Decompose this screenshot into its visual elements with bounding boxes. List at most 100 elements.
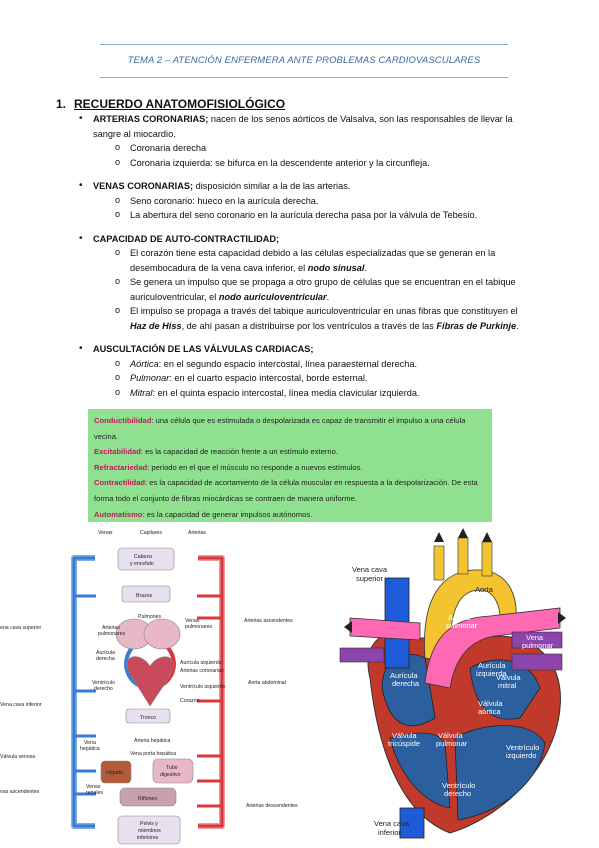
sub-text: El corazón tiene esta capacidad debido a… — [130, 248, 496, 273]
arrow-icon — [558, 612, 566, 624]
property-term: Refractariedad — [94, 462, 148, 472]
label-inferiores: inferiores — [137, 835, 159, 841]
label-pulmones: Pulmones — [138, 614, 161, 620]
label-valvula-tric: Válvula — [392, 731, 417, 740]
label-arteria-hep: Arteria hepática — [134, 738, 170, 744]
section-number: 1. — [56, 97, 67, 111]
sub-text: , de ahí pasan a distribuirse por los ve… — [181, 320, 437, 331]
property-term: Conductibilidad — [94, 416, 152, 425]
label-venas-pulm-2: pulmonares — [185, 624, 213, 630]
sub-emphasis: Fibras de Purkinje — [436, 320, 517, 331]
label-derecha: derecha — [392, 679, 420, 688]
sub-text: . — [364, 262, 367, 273]
property-item: Contractilidad: es la capacidad de acort… — [94, 475, 486, 506]
label-ventriculo-izq: Ventrículo — [506, 743, 539, 752]
label-tronco: Tronco — [140, 715, 156, 721]
sub-emphasis: Haz de Hiss — [130, 320, 182, 331]
sub-item: Se genera un impulso que se propaga a ot… — [93, 274, 536, 304]
property-term: Automatismo — [94, 509, 143, 519]
sub-emphasis: Pulmonar — [130, 373, 170, 383]
property-item: Automatismo: es la capacidad de generar … — [94, 507, 486, 523]
label-vena-pulm: Vena — [526, 633, 544, 642]
bullet-auscultacion: AUSCULTACIÓN DE LAS VÁLVULAS CARDIACAS; … — [76, 342, 536, 400]
label-vena-porta: Vena porta hepática — [130, 751, 176, 757]
label-aorta: Aorta — [475, 585, 494, 594]
bullet-title: AUSCULTACIÓN DE LAS VÁLVULAS CARDIACAS; — [93, 344, 314, 354]
label-corazon: Corazón — [180, 698, 200, 704]
label-tricuspide: tricúspide — [388, 739, 420, 748]
property-desc: : es la capacidad de generar impulsos au… — [142, 509, 313, 519]
header-rule-top — [100, 44, 508, 45]
bullet-arterias-coronarias: ARTERIAS CORONARIAS; nacen de los senos … — [76, 112, 536, 170]
label-tubo: Tubo — [166, 765, 178, 771]
sub-text: El impulso se propaga a través del tabiq… — [130, 306, 518, 316]
label-ventriculo-der: Ventrículo — [92, 680, 115, 686]
label-auricula-der: Aurícula — [96, 650, 115, 656]
label-arterias-coron: Arterias coronarias — [180, 668, 224, 674]
sub-item: El corazón tiene esta capacidad debido a… — [93, 245, 536, 275]
bullet-title: CAPACIDAD DE AUTO-CONTRACTILIDAD; — [93, 233, 280, 244]
sub-text: . — [326, 291, 330, 302]
sub-item: Mitral: en el quinta espacio intercostal… — [93, 385, 536, 401]
heart-diagram: Vena cava superior Aorta Arteria pulmona… — [339, 528, 566, 839]
label-arterias: Arterias — [188, 530, 206, 536]
label-auricula-der: Aurícula — [390, 671, 418, 680]
sub-text: . — [516, 320, 519, 331]
label-venas-pulm: Venas — [185, 618, 200, 624]
label-vena-pulmonar: pulmonar — [522, 641, 554, 650]
label-inferior: inferior — [378, 828, 401, 837]
sub-text: : en el quinta espacio intercostal, líne… — [152, 387, 420, 398]
label-brazos: Brazos — [136, 593, 153, 599]
bullet-text: nacen de los senos aórticos de Valsalva,… — [93, 114, 513, 139]
arrow-icon — [482, 532, 492, 542]
label-izquierdo: izquierdo — [506, 751, 536, 760]
arrow-icon — [344, 621, 352, 633]
label-valvula-venosa: Válvula venosa — [0, 754, 35, 760]
label-pelvis: Pelvis y — [140, 821, 158, 827]
sub-emphasis: Mitral — [130, 387, 153, 398]
label-arteria-pulm: Arteria — [448, 613, 471, 622]
sub-item: Coronaria izquierda: se bifurca en la de… — [93, 155, 536, 171]
sub-emphasis: Aórtica — [130, 358, 159, 369]
organ-head — [117, 547, 175, 571]
property-desc: : es la capacidad de reacción frente a u… — [140, 447, 338, 457]
label-miembros: miembros — [138, 828, 161, 834]
section-heading: 1.RECUERDO ANATOMOFISIOLÓGICO — [56, 97, 285, 111]
label-auricula-izq: Aurícula — [478, 661, 506, 670]
property-desc: : una célula que es estimulada o despola… — [94, 416, 466, 441]
sub-item: Pulmonar: en el cuarto espacio intercost… — [93, 370, 536, 386]
sub-item: La abertura del seno coronario en la aur… — [93, 207, 536, 223]
property-term: Contractilidad — [94, 478, 146, 488]
label-valvula-aortica: Válvula — [478, 699, 503, 708]
properties-box: Conductibilidad: una célula que es estim… — [88, 409, 492, 522]
label-aortica: aórtica — [478, 707, 501, 716]
label-ventriculo-der: Ventrículo — [442, 781, 475, 790]
label-digestivo: digestivo — [160, 772, 181, 778]
label-vena-cava-sup: ena cava superior — [0, 625, 42, 631]
sub-emphasis: nodo auriculoventricular — [218, 291, 327, 302]
label-derecha: derecha — [96, 656, 115, 662]
sub-item: El impulso se propaga a través del tabiq… — [93, 303, 536, 333]
label-arterias-pulm: Arterias — [102, 625, 120, 631]
property-item: Refractariedad: periodo en el que el mús… — [94, 460, 486, 476]
circulation-diagram: Venas Capilares Arterias Cabeza y encefa… — [0, 530, 298, 845]
bullet-text: disposición similar a la de las arterias… — [193, 181, 351, 191]
property-desc: : es la capacidad de acortamiento de la … — [94, 478, 478, 503]
label-mitral: mitral — [498, 681, 517, 690]
label-auricula-izq: Aurícula izquierda — [180, 660, 222, 666]
sub-item: Coronaria derecha — [93, 140, 536, 156]
label-vena-cava-sup: Vena cava — [352, 565, 388, 574]
arrow-icon — [434, 532, 444, 542]
property-desc: : periodo en el que el músculo no respon… — [147, 462, 363, 472]
label-valvula-pulm: Válvula — [438, 731, 463, 740]
sub-item: Aórtica: en el segundo espacio intercost… — [93, 356, 536, 372]
label-higado: Hígado — [106, 770, 123, 776]
notes-content: ARTERIAS CORONARIAS; nacen de los senos … — [76, 112, 536, 409]
label-aorta-abd: Aorta abdominal — [248, 680, 286, 686]
label-arterias-asc: Arterias ascendentes — [244, 618, 293, 624]
label-capilares: Capilares — [140, 530, 162, 536]
sub-emphasis: nodo sinusal — [307, 262, 365, 273]
bullet-title: VENAS CORONARIAS; — [93, 181, 194, 191]
label-vena-cava-inf: Vena cava inferior — [0, 702, 42, 708]
label-venas: Venas — [98, 530, 113, 536]
